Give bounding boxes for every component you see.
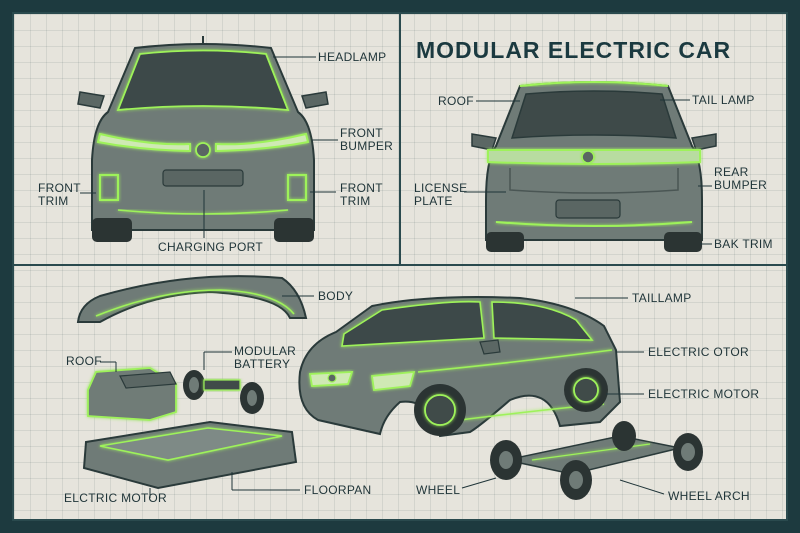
leader-lines bbox=[80, 56, 712, 498]
chassis-skateboard bbox=[490, 421, 703, 500]
label-tail-lamp: TAIL LAMP bbox=[692, 93, 755, 107]
label-rear-bumper: REAR BUMPER bbox=[714, 165, 768, 192]
label-elctric-motor: ELCTRIC MOTOR bbox=[64, 491, 168, 505]
left-mirror bbox=[77, 91, 105, 109]
right-mirror bbox=[301, 91, 329, 109]
label-rear-roof: ROOF bbox=[438, 94, 474, 108]
assembled-car bbox=[298, 296, 622, 438]
rear-view-car bbox=[471, 81, 717, 252]
label-front-trim-right: FRONT TRIM bbox=[340, 181, 383, 208]
label-electric-motor: ELECTRIC MOTOR bbox=[648, 387, 760, 401]
label-body: BODY bbox=[318, 289, 354, 303]
label-front-trim-left: FRONT TRIM bbox=[38, 181, 81, 208]
left-headlamp bbox=[96, 132, 191, 153]
roof-panel bbox=[76, 275, 308, 323]
motor-assembly bbox=[183, 370, 264, 414]
page-title: MODULAR ELECTRIC CAR bbox=[416, 37, 732, 63]
label-bak-trim: BAK TRIM bbox=[714, 237, 773, 251]
label-exploded-roof: ROOF bbox=[66, 354, 102, 368]
label-wheel: WHEEL bbox=[416, 483, 461, 497]
label-electric-otor: ELECTRIC OTOR bbox=[648, 345, 750, 359]
right-headlamp bbox=[215, 132, 310, 153]
label-modular-battery: MODULAR BATTERY bbox=[234, 344, 297, 371]
label-wheel-arch: WHEEL ARCH bbox=[668, 489, 750, 503]
label-floorpan: FLOORPAN bbox=[304, 483, 372, 497]
label-headlamp: HEADLAMP bbox=[318, 50, 387, 64]
label-taillamp: TAILLAMP bbox=[632, 291, 692, 305]
panel-dividers bbox=[12, 12, 788, 266]
front-view-car bbox=[77, 36, 329, 242]
front-badge bbox=[195, 142, 211, 158]
label-charging-port: CHARGING PORT bbox=[158, 240, 264, 254]
label-front-bumper: FRONT BUMPER bbox=[340, 126, 394, 153]
label-license-plate: LICENSE PLATE bbox=[414, 181, 468, 208]
